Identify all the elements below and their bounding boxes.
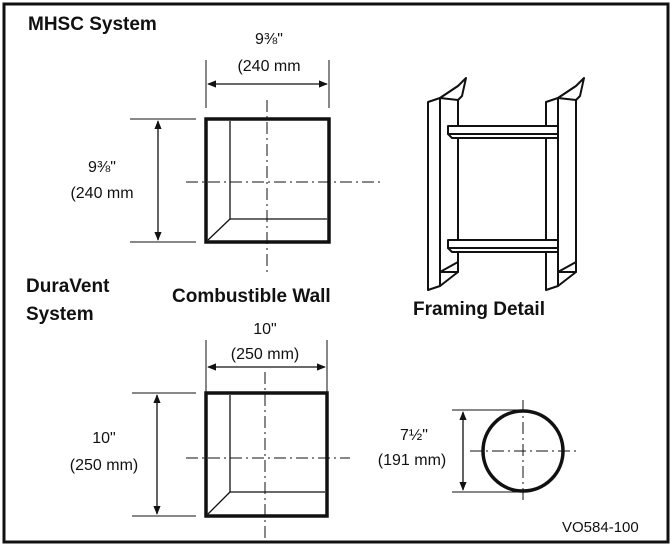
framing-detail-drawing — [427, 77, 585, 291]
mhsc-height-mm: (240 mm — [70, 185, 133, 202]
pipe-dia-mm: (191 mm) — [378, 452, 446, 469]
duravent-title-line1: DuraVent — [26, 276, 110, 297]
combustible-wall-label: Combustible Wall — [172, 286, 331, 307]
mhsc-width-mm: (240 mm — [237, 58, 300, 75]
pipe-dia-in: 7½" — [400, 427, 428, 444]
dura-width-in: 10" — [253, 321, 276, 338]
mhsc-height-in: 9⅜" — [88, 159, 116, 176]
figure-id: VO584-100 — [562, 519, 639, 536]
framing-detail-label: Framing Detail — [413, 299, 545, 320]
mhsc-wall-opening — [204, 117, 331, 244]
mhsc-width-in: 9⅜" — [255, 31, 283, 48]
dura-wall-opening — [204, 391, 329, 518]
dura-height-in: 10" — [92, 430, 115, 447]
dura-width-mm: (250 mm) — [231, 346, 299, 363]
mhsc-title: MHSC System — [28, 14, 157, 35]
dura-height-mm: (250 mm) — [70, 457, 138, 474]
duravent-title-line2: System — [26, 304, 94, 325]
